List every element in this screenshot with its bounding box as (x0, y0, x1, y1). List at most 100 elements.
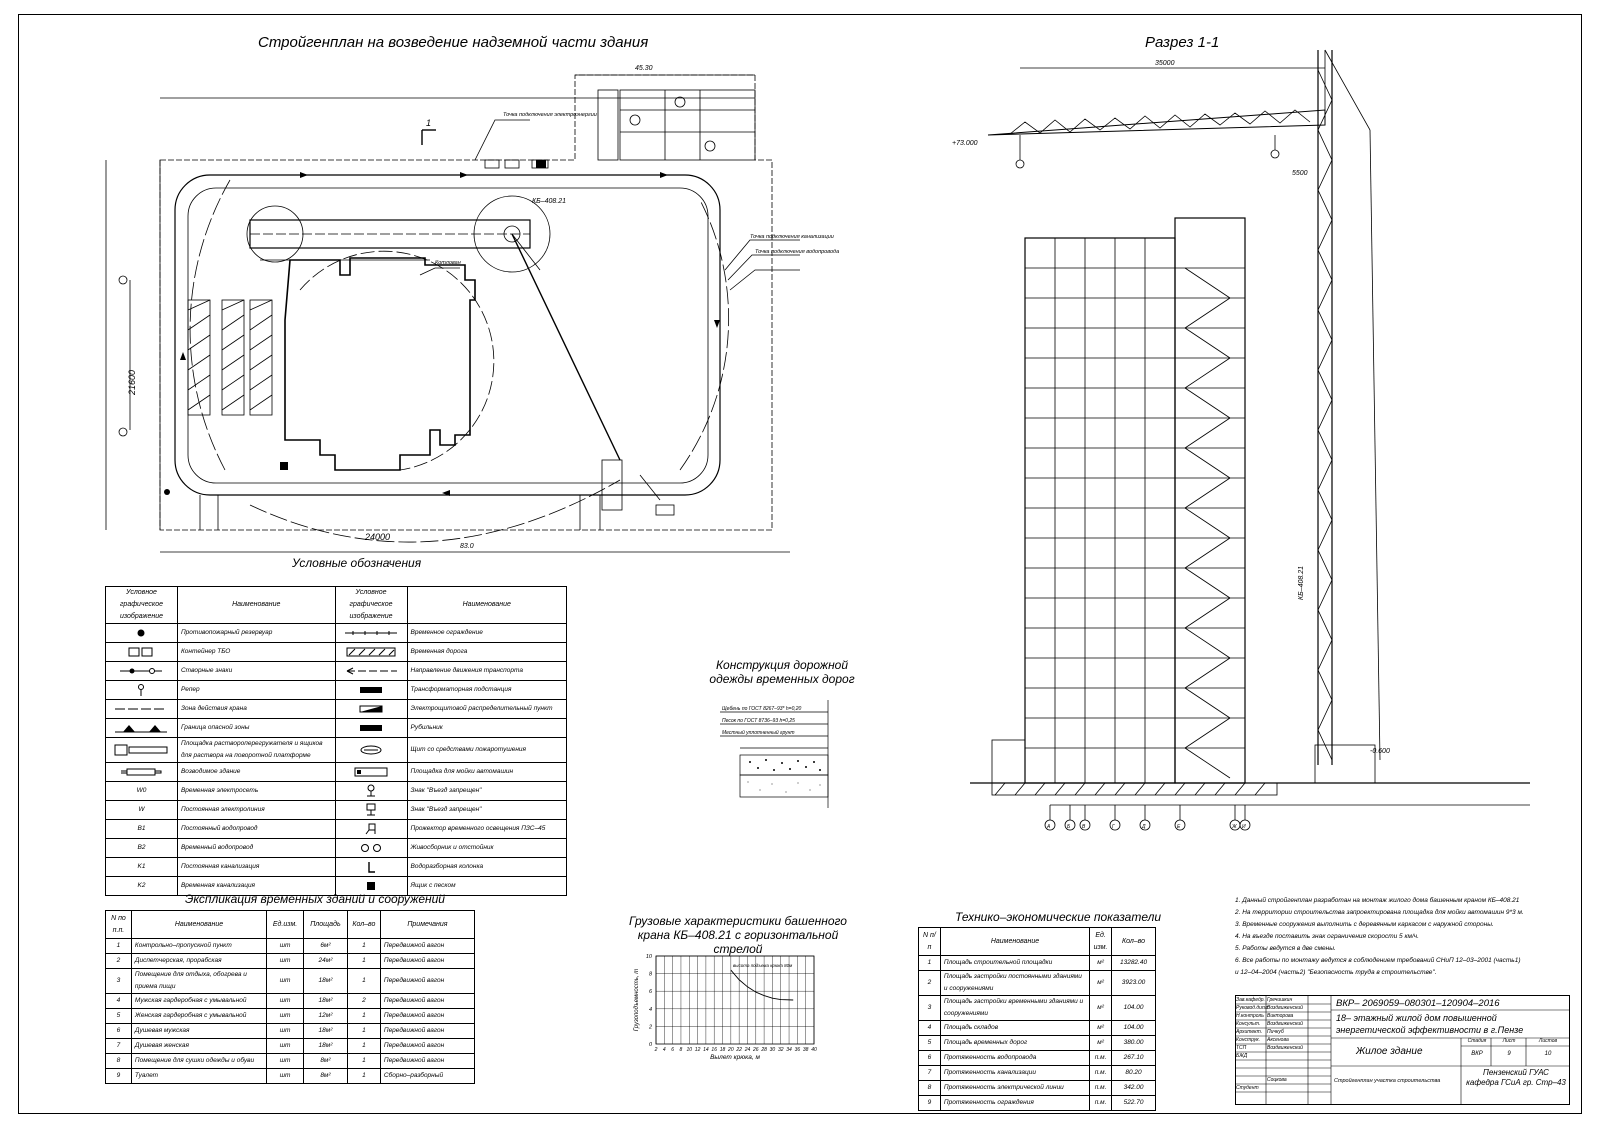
title-block: Зав.кафедр. Руковод.дипл. Н.контроль Кон… (1235, 995, 1570, 1105)
explication-header: Наименование (130, 910, 268, 939)
axis-label: В (1082, 824, 1086, 830)
road-construction-diagram: Щебень по ГОСТ 8267–93* h=0,20 Песок по … (720, 700, 829, 808)
y-tick-label: 2 (648, 1024, 652, 1030)
cell: Передвижной вагон (379, 953, 476, 969)
stamp-name: Пичкуб (1267, 1029, 1284, 1035)
stamp-role: БЖД (1236, 1053, 1248, 1059)
traffic-direction-icon (334, 661, 408, 681)
x-axis-label: Вылет крюка, м (710, 1054, 760, 1061)
x-tick-label: 24 (744, 1047, 751, 1053)
cell: 80.20 (1111, 1065, 1156, 1081)
stamp-role: Студент (1236, 1085, 1259, 1091)
cell: 9 (105, 1068, 132, 1084)
note: 4. На въезде поставить знак ограничения … (1235, 933, 1419, 940)
plan-dim-bottom: 24000 (364, 532, 390, 542)
cell: шт (266, 1038, 304, 1054)
cell: 7 (105, 1038, 132, 1054)
cell: Передвижной вагон (379, 968, 476, 994)
legend-item: Временное ограждение (406, 623, 568, 643)
cell: 8м² (302, 1053, 348, 1069)
tep-header: Наименование (939, 927, 1091, 956)
explication-header: N по п.п. (105, 910, 132, 939)
cell: м² (1089, 1035, 1113, 1051)
cell: Туалет (130, 1068, 268, 1084)
plan-dim-top: 45.30 (635, 65, 653, 72)
y-tick-label: 0 (649, 1042, 653, 1048)
axis-label: И (1242, 824, 1246, 830)
cell: 6м² (302, 938, 348, 954)
road-layer: Местный уплотненный грунт (722, 729, 795, 736)
x-tick-label: 34 (786, 1047, 792, 1053)
section-title: Разрез 1-1 (1145, 34, 1220, 51)
distribution-point-icon (334, 699, 408, 719)
cell: Душевая женская (130, 1038, 268, 1054)
note: и 12–04–2004 (часть2) "Безопасность труд… (1235, 969, 1437, 976)
x-tick-label: 40 (811, 1047, 817, 1053)
plan-point-power: Точка подключения электроэнергии (503, 112, 597, 118)
tep-header: N п/п (918, 927, 941, 956)
tep-header: Ед. изм. (1089, 927, 1113, 956)
cell: шт (266, 953, 304, 969)
cell: Передвижной вагон (379, 1023, 476, 1039)
chart-annotation: высота подъема крюка 80м (733, 963, 792, 968)
legend-item: Временная канализация (176, 876, 336, 896)
cell: Протяженность электрической линии (939, 1080, 1091, 1096)
legend-item: Знак "Въезд запрещен" (406, 800, 568, 820)
cell: 1 (346, 1068, 381, 1084)
cell: 342.00 (1111, 1080, 1156, 1096)
stamp-object: Жилое здание (1356, 1046, 1423, 1057)
benchmark-icon (105, 680, 178, 700)
axis-label: Б (1067, 824, 1071, 830)
cell: Передвижной вагон (379, 938, 476, 954)
cell: 12м² (302, 1008, 348, 1024)
cell: 380.00 (1111, 1035, 1156, 1051)
general-notes: 1. Данный стройгенплан разработан на мон… (1235, 895, 1575, 979)
axis-label: Ж (1231, 824, 1237, 830)
stamp-stage: ВКР (1471, 1051, 1483, 1057)
x-tick-label: 14 (703, 1047, 709, 1053)
legend-item: Площадка для мойки автомашин (406, 762, 568, 782)
legend-item: Контейнер ТБО (176, 642, 336, 662)
cell: Диспетчерская, прорабская (130, 953, 268, 969)
x-tick-label: 10 (686, 1047, 692, 1053)
switch-icon (334, 718, 408, 738)
note: 1. Данный стройгенплан разработан на мон… (1235, 897, 1520, 904)
plan-crane-label: КБ–408.21 (532, 198, 566, 205)
x-tick-label: 16 (711, 1047, 717, 1053)
legend-item: Площадка раствороперегружателя и ящиков … (176, 737, 336, 763)
cell: 1 (346, 1008, 381, 1024)
legend-item: Направление движения транспорта (406, 661, 568, 681)
stamp-role: Н.контроль (1236, 1013, 1264, 1019)
cell: 4 (105, 993, 132, 1009)
section-dim-reach: 35000 (1155, 60, 1175, 67)
note: 3. Временные сооружения выполнить с дере… (1235, 921, 1494, 928)
stamp-name: Соцкова (1267, 1077, 1287, 1083)
plan-title: Стройгенплан на возведение надземной час… (258, 34, 649, 51)
cell: 1 (918, 955, 941, 971)
y-tick-label: 6 (649, 989, 653, 995)
stamp-sheets: 10 (1544, 1051, 1552, 1057)
drawing-frame (18, 14, 1582, 1114)
x-tick-label: 18 (720, 1047, 726, 1053)
legend-item: Временная электросеть (176, 781, 336, 801)
legend-item: Противопожарный резервуар (176, 623, 336, 643)
building-icon (105, 762, 178, 782)
plan-point-sewer: Точка подключения канализации (750, 234, 834, 240)
tep-title: Технико–экономические показатели (955, 910, 1162, 924)
x-tick-label: 30 (770, 1047, 776, 1053)
cell: 5 (918, 1035, 941, 1051)
cell: шт (266, 968, 304, 994)
axis-label: Е (1177, 824, 1181, 830)
cell: шт (266, 1068, 304, 1084)
container-icon (105, 642, 178, 662)
car-wash-icon (334, 762, 408, 782)
cell: Контрольно–пропускной пункт (130, 938, 268, 954)
legend-item: Прожектор временного освещения ПЗС–45 (406, 819, 568, 839)
cell: Протяженность ограждения (939, 1095, 1091, 1111)
